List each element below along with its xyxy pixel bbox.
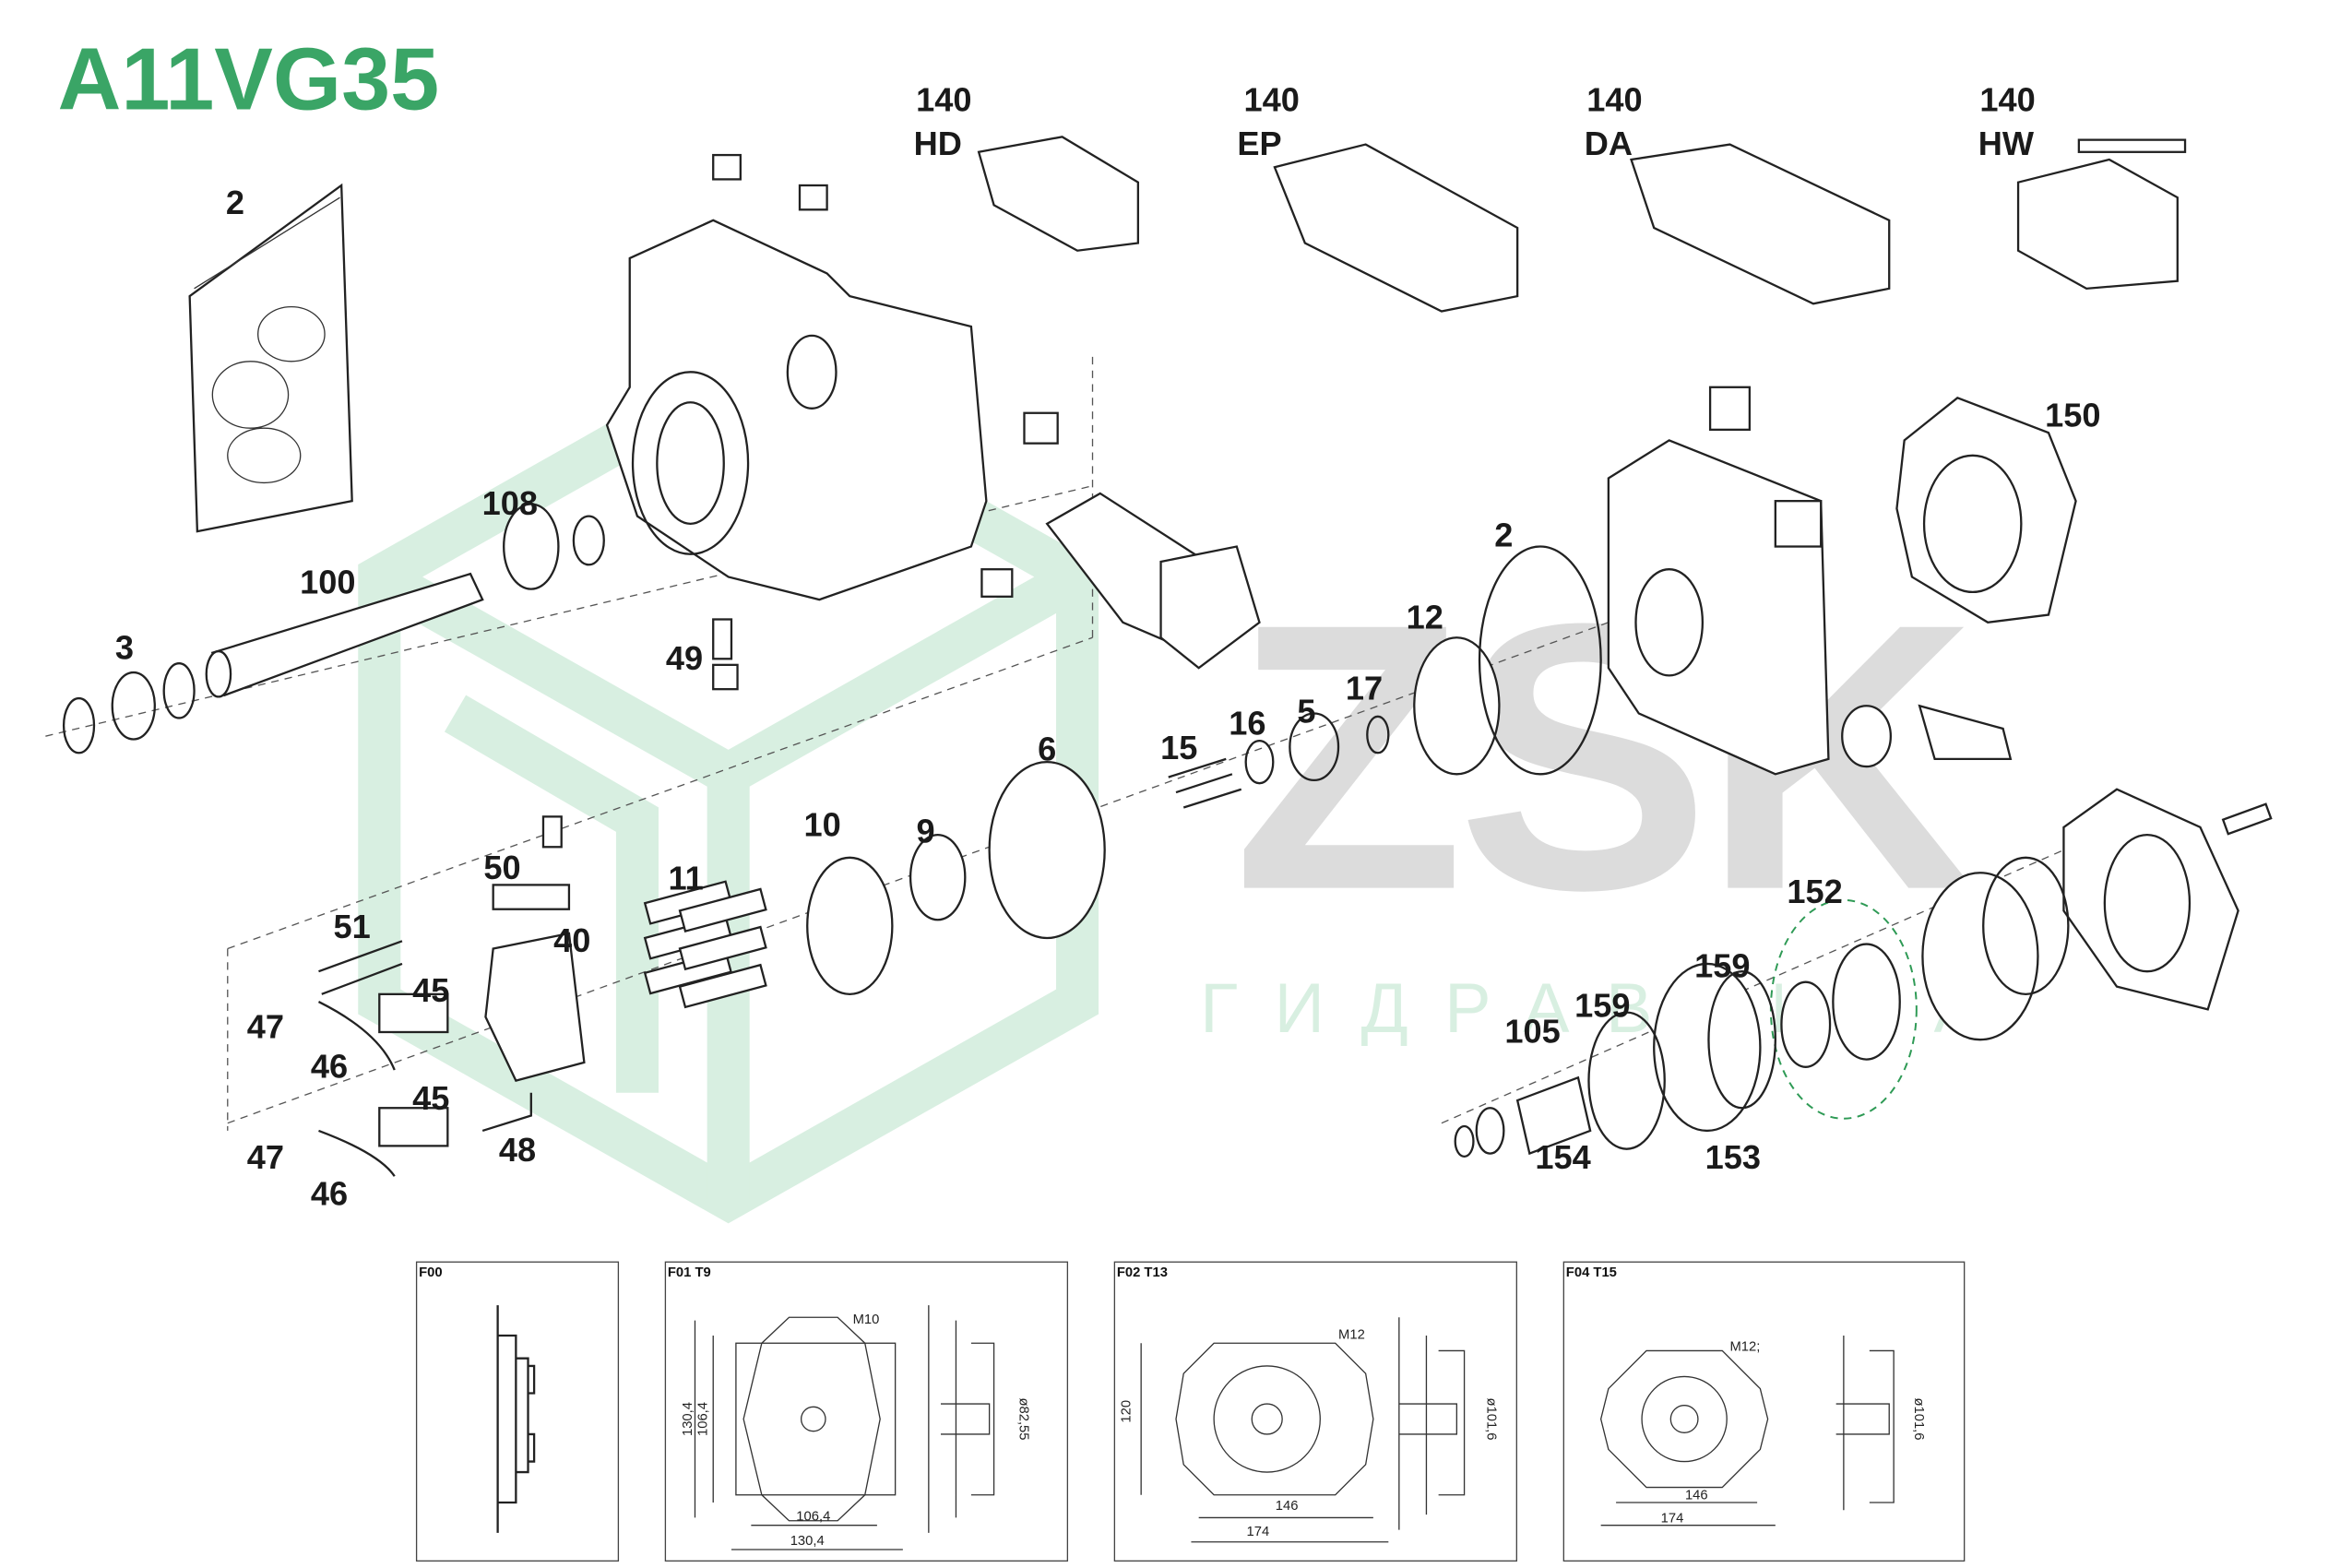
dim-label: 120 [1120,1400,1134,1423]
control-hd-code: HD [914,125,962,162]
pump-housing [605,153,1059,691]
dim-label: M10 [853,1313,880,1327]
part-label: 50 [483,849,520,886]
panel-title: F00 [419,1265,443,1280]
part-label: 47 [247,1008,284,1046]
part-label: 159 [1694,947,1750,985]
control-da-number: 140 [1586,80,1642,118]
dim-label: 174 [1246,1525,1269,1539]
part-label: 9 [916,812,934,849]
flange-panel-f02: F02 T13 M12 120 ø101,6 146 174 [1113,1261,1517,1562]
charge-pump-housing [1607,386,2013,776]
dim-label: M12; [1729,1339,1760,1354]
part-label: 10 [804,806,841,844]
part-label: 45 [412,1079,449,1117]
part-label: 100 [300,564,355,601]
part-label: 153 [1705,1138,1761,1176]
control-ep-number: 140 [1243,80,1299,118]
dim-label: M12 [1338,1327,1365,1342]
part-label: 2 [1494,517,1513,554]
control-hw-code: HW [1978,125,2035,162]
page-title: A11VG35 [58,31,440,129]
flange-panel-f00: F00 [415,1261,620,1562]
charge-pump-group-outline [1769,898,1918,1120]
dim-label: ø82,55 [1016,1397,1031,1440]
part-labels: 2 150 108 100 2 12 3 49 17 16 5 15 6 10 … [115,184,2101,1212]
dim-label: ø101,6 [1483,1397,1498,1440]
part-label: 2 [226,184,244,221]
control-da-code: DA [1585,125,1633,162]
drive-shaft [62,503,605,754]
rotating-group [317,760,1106,1177]
flange-panel-f01: F01 T9 M10 130,4 106,4 ø82,55 106,4 130,… [664,1261,1069,1562]
panel-title: F02 T13 [1117,1265,1168,1280]
part-label: 154 [1535,1138,1590,1176]
control-ep-code: EP [1237,125,1281,162]
valve-plate-group [1168,545,1602,809]
part-label: 45 [412,971,449,1009]
dim-label: 146 [1276,1499,1299,1514]
flange-panel-f04: F04 T15 M12; ø101,6 146 174 [1562,1261,1966,1562]
seal-kit-bag [188,183,353,533]
dim-label: 146 [1685,1489,1708,1503]
part-label: 40 [553,921,590,959]
part-label: 46 [311,1175,348,1213]
part-label: 6 [1038,731,1056,768]
rear-cover [1895,396,2077,624]
part-label: 17 [1346,670,1383,707]
part-label: 48 [499,1131,536,1169]
servo-cylinder [1045,492,1261,670]
part-label: 159 [1574,987,1630,1025]
part-label: 5 [1297,692,1315,730]
part-label: 51 [334,908,371,945]
part-label: 15 [1160,729,1197,766]
dim-label: 106,4 [696,1402,711,1436]
part-label: 12 [1407,598,1443,636]
panel-title: F04 T15 [1566,1265,1617,1280]
dim-label: 106,4 [796,1510,830,1525]
dim-label: ø101,6 [1911,1397,1926,1440]
part-label: 105 [1504,1013,1560,1051]
part-label: 47 [247,1138,284,1176]
part-label: 150 [2045,397,2100,434]
part-label: 49 [666,639,703,677]
part-label: 3 [115,628,134,666]
part-label: 11 [668,859,703,897]
through-drive-parts [1454,788,2273,1158]
dim-label: 130,4 [681,1402,695,1436]
part-label: 46 [311,1047,348,1085]
control-valves [977,136,2187,313]
control-hd-number: 140 [916,80,971,118]
control-hw-number: 140 [1979,80,2035,118]
part-label: 108 [482,484,538,522]
part-label: 152 [1787,873,1842,910]
part-label: 16 [1229,705,1265,742]
panel-title: F01 T9 [668,1265,711,1280]
dim-label: 174 [1661,1511,1684,1526]
dim-label: 130,4 [790,1534,825,1549]
control-labels: 140 HD 140 EP 140 DA 140 HW [914,80,2036,162]
